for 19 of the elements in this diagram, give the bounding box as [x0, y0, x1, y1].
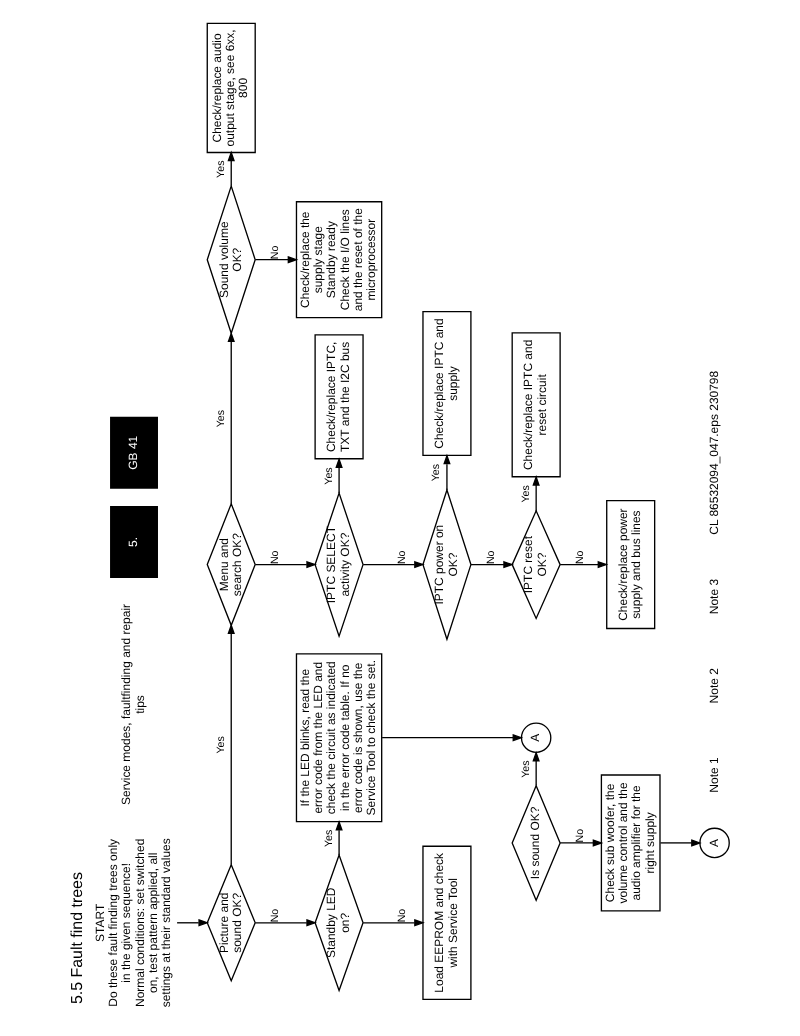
- arrow: [253, 254, 298, 263]
- arrow: [226, 622, 234, 865]
- arrow: [558, 838, 603, 846]
- arrow: [361, 918, 424, 926]
- arrow: [361, 559, 424, 568]
- arrow: [334, 456, 342, 493]
- arrow: [380, 732, 523, 741]
- arrow: [442, 452, 450, 490]
- arrow: [531, 474, 539, 511]
- arrow: [253, 559, 316, 568]
- arrow: [558, 559, 608, 568]
- arrow: [658, 838, 701, 846]
- arrow: [531, 749, 539, 786]
- arrow: [226, 330, 234, 504]
- arrow: [253, 918, 316, 926]
- arrow: [226, 149, 234, 186]
- arrow: [175, 918, 209, 926]
- arrow: [334, 818, 342, 855]
- arrow: [469, 559, 513, 568]
